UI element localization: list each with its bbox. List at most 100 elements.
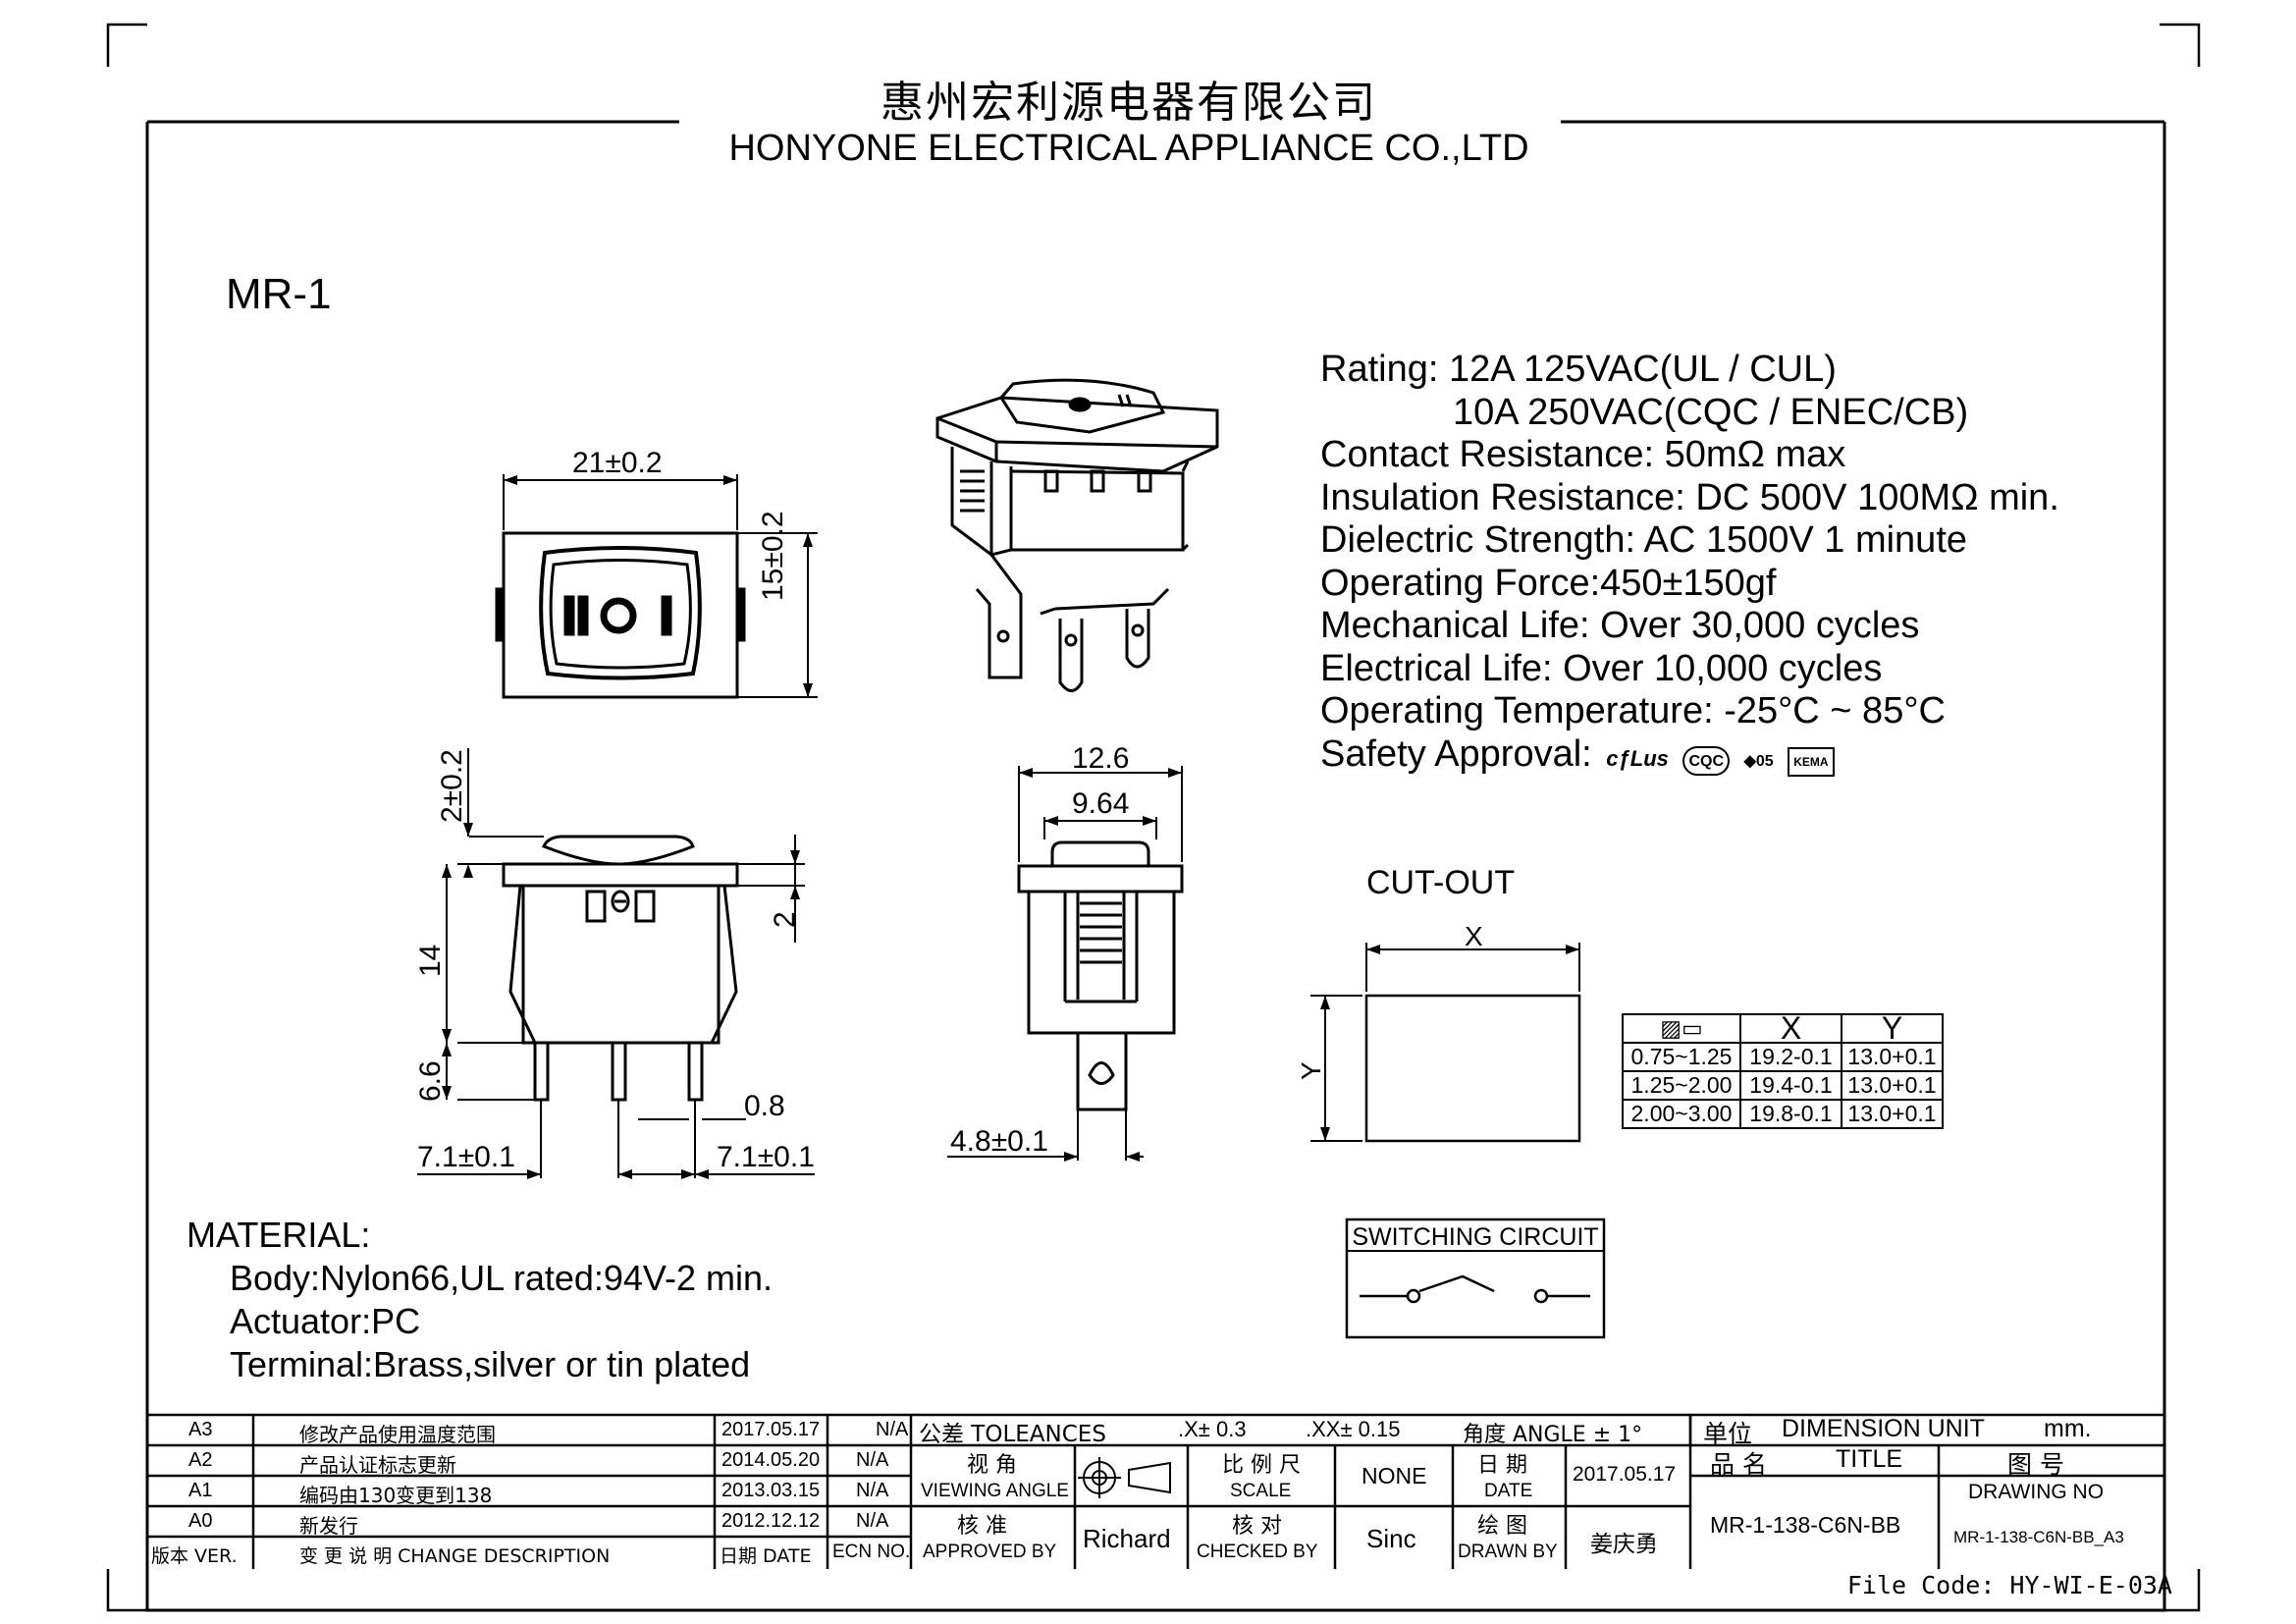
dim-body-height: 14: [414, 944, 447, 977]
tolerance-angle: 角度 ANGLE ± 1°: [1463, 1423, 1643, 1447]
spec-operating-force: Operating Force:450±150gf: [1320, 562, 1777, 604]
scale-en: SCALE: [1230, 1481, 1292, 1501]
isometric-view: [935, 378, 1219, 692]
approved-en: APPROVED BY: [923, 1542, 1057, 1562]
cutout-view: [1310, 943, 1581, 1143]
rev-ver: A1: [188, 1480, 213, 1501]
col-ecn: ECN NO.: [832, 1542, 911, 1562]
spec-rating-2: 10A 250VAC(CQC / ENEC/CB): [1453, 391, 1969, 433]
table-row: 0.75~1.25 19.2-0.1 13.0+0.1: [1622, 1042, 1944, 1072]
unit-value: mm.: [2044, 1415, 2092, 1442]
dim-flange: 2: [769, 911, 801, 928]
rev-ecn: N/A: [856, 1480, 889, 1501]
rev-desc: 产品认证标志更新: [299, 1453, 456, 1477]
dim-cutout-y: Y: [1296, 1061, 1326, 1080]
material-section: MATERIAL: Body:Nylon66,UL rated:94V-2 mi…: [187, 1214, 773, 1386]
cutout-cell: 19.8-0.1: [1739, 1099, 1842, 1129]
rev-ecn: N/A: [876, 1419, 909, 1440]
col-ver: 版本 VER.: [151, 1545, 238, 1567]
cutout-cell: 19.4-0.1: [1739, 1070, 1842, 1101]
ul-cert-icon: cƒLus: [1606, 745, 1669, 771]
rev-desc: 编码由130变更到138: [299, 1484, 493, 1507]
material-actuator: Actuator:PC: [230, 1301, 421, 1341]
enec-cert-number: 05: [1755, 752, 1774, 770]
third-angle-projection-icon: [1078, 1457, 1171, 1498]
rev-desc: 新发行: [299, 1514, 358, 1538]
switching-circuit: [1345, 1218, 1606, 1339]
company-name-chinese: 惠州宏利源电器有限公司: [881, 78, 1377, 128]
scale-cn: 比 例 尺: [1222, 1453, 1301, 1478]
cutout-cell: 2.00~3.00: [1622, 1099, 1741, 1129]
safety-approval-label: Safety Approval:: [1320, 732, 1592, 775]
cutout-cell: 13.0+0.1: [1841, 1042, 1944, 1072]
dim-actuator-height: 2±0.2: [436, 749, 468, 823]
spec-dielectric-strength: Dielectric Strength: AC 1500V 1 minute: [1320, 519, 1968, 561]
model-number: MR-1: [226, 270, 332, 318]
table-row: 2.00~3.00 19.8-0.1 13.0+0.1: [1622, 1099, 1944, 1129]
cutout-col-x: X: [1739, 1012, 1842, 1044]
rev-ecn: N/A: [856, 1449, 889, 1471]
side-view: [417, 748, 815, 1179]
tolerance-xx: .XX± 0.15: [1306, 1417, 1401, 1441]
drawing-no-cn: 图 号: [2007, 1450, 2064, 1479]
tolerance-label: 公差 TOLEANCES: [919, 1422, 1106, 1447]
company-name-english: HONYONE ELECTRICAL APPLIANCE CO.,LTD: [728, 128, 1529, 169]
date-en: DATE: [1484, 1481, 1533, 1501]
spec-safety-approval: Safety Approval: cƒLus CQC ◆05 KEMA: [1320, 733, 2059, 778]
dim-pitch-left: 7.1±0.1: [417, 1141, 515, 1173]
table-row: 1.25~2.00 19.4-0.1 13.0+0.1: [1622, 1070, 1944, 1101]
panel-thickness-icon: ▨▭: [1622, 1013, 1741, 1044]
cutout-cell: 13.0+0.1: [1841, 1070, 1944, 1101]
switching-circuit-title: SWITCHING CIRCUIT: [1352, 1223, 1599, 1251]
dim-side-width: 12.6: [1072, 742, 1130, 775]
cutout-cell: 1.25~2.00: [1622, 1070, 1741, 1101]
dim-cutout-x: X: [1465, 921, 1483, 951]
rev-desc: 修改产品使用温度范围: [299, 1423, 496, 1446]
approved-by-value: Richard: [1083, 1524, 1171, 1553]
rev-ver: A0: [188, 1510, 213, 1532]
title-en: TITLE: [1836, 1445, 1903, 1473]
rev-ver: A3: [188, 1419, 213, 1440]
viewing-angle-cn: 视 角: [967, 1453, 1017, 1478]
col-date: 日期 DATE: [720, 1545, 812, 1567]
title-block-grid: [147, 1413, 2164, 1569]
dim-terminal-thickness: 0.8: [744, 1090, 785, 1122]
dim-width: 21±0.2: [572, 447, 663, 479]
spec-operating-temperature: Operating Temperature: -25°C ~ 85°C: [1320, 690, 1946, 731]
unit-label-cn: 单位: [1703, 1420, 1753, 1448]
unit-label-en: DIMENSION UNIT: [1782, 1415, 1985, 1442]
rev-ecn: N/A: [856, 1510, 889, 1532]
enec-cert-icon: ◆05: [1740, 748, 1778, 774]
drawing-no-value: MR-1-138-C6N-BB_A3: [1953, 1528, 2124, 1546]
checked-en: CHECKED BY: [1197, 1542, 1318, 1562]
file-code: File Code: HY-WI-E-03A: [1846, 1571, 2172, 1599]
cutout-table-header: ▨▭ X Y: [1622, 1012, 1944, 1044]
cutout-title: CUT-OUT: [1366, 864, 1516, 901]
drawn-by-value: 姜庆勇: [1590, 1532, 1658, 1557]
kema-cert-icon: KEMA: [1788, 747, 1835, 778]
dim-pitch-right: 7.1±0.1: [717, 1141, 815, 1173]
checked-cn: 核 对: [1232, 1514, 1282, 1539]
drawing-no-en: DRAWING NO: [1968, 1481, 2105, 1503]
cutout-col-y: Y: [1841, 1012, 1944, 1044]
tolerance-x: .X± 0.3: [1178, 1417, 1247, 1441]
title-cn: 品 名: [1710, 1450, 1767, 1479]
spec-contact-resistance: Contact Resistance: 50mΩ max: [1320, 434, 1846, 475]
cutout-cell: 19.2-0.1: [1739, 1042, 1842, 1072]
dim-terminal-width: 4.8±0.1: [950, 1125, 1048, 1158]
spec-mechanical-life: Mechanical Life: Over 30,000 cycles: [1320, 605, 1920, 646]
rev-ver: A2: [188, 1449, 213, 1471]
date-value: 2017.05.17: [1573, 1463, 1677, 1486]
col-desc: 变 更 说 明 CHANGE DESCRIPTION: [299, 1545, 611, 1567]
spec-rating: Rating: 12A 125VAC(UL / CUL): [1320, 349, 1837, 390]
cutout-table: ▨▭ X Y 0.75~1.25 19.2-0.1 13.0+0.1 1.25~…: [1622, 1012, 1944, 1129]
material-title: MATERIAL:: [187, 1215, 371, 1255]
material-terminal: Terminal:Brass,silver or tin plated: [230, 1344, 751, 1384]
rev-date: 2014.05.20: [721, 1449, 821, 1471]
specifications: Rating: 12A 125VAC(UL / CUL) 10A 250VAC(…: [1320, 349, 2059, 778]
end-view: [947, 766, 1184, 1162]
date-cn: 日 期: [1477, 1453, 1527, 1478]
cutout-cell: 13.0+0.1: [1841, 1099, 1944, 1129]
drawn-en: DRAWN BY: [1458, 1542, 1558, 1562]
